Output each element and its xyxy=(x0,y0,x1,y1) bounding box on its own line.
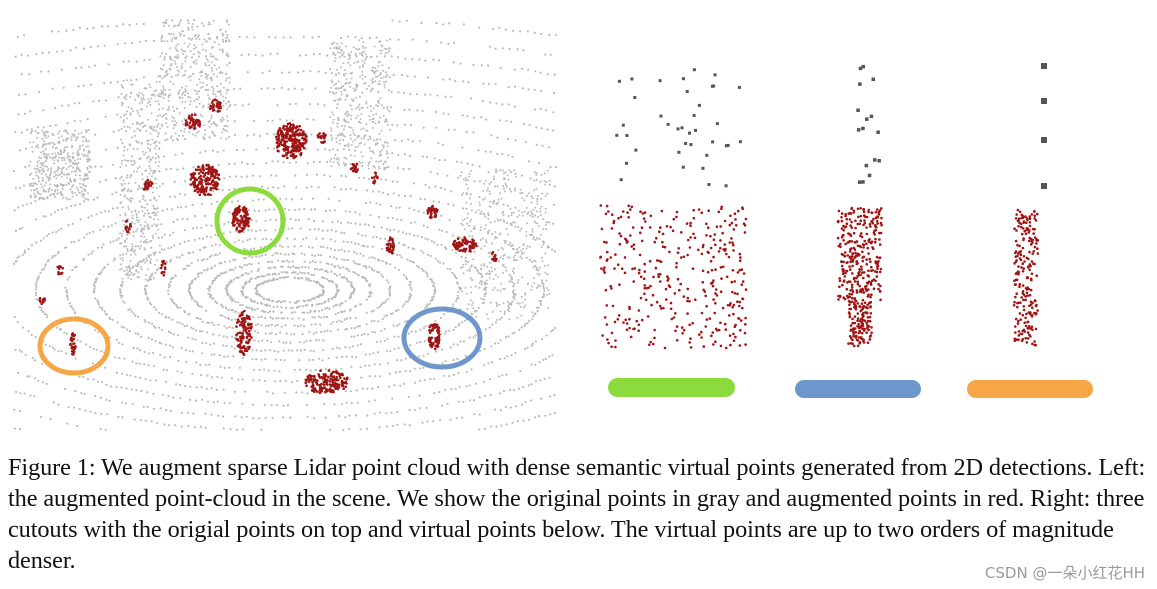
lidar-scene xyxy=(13,19,558,432)
watermark: CSDN @一朵小红花HH xyxy=(984,564,1145,582)
cutout-blue-virtual-points xyxy=(836,206,883,348)
figure-image xyxy=(13,19,1093,432)
green-circle-marker xyxy=(214,186,286,256)
cutout-orange-virtual-points xyxy=(1012,208,1040,347)
orange-bar xyxy=(967,380,1093,398)
cutout-green-original-points xyxy=(615,68,742,188)
cutout-blue-original-points xyxy=(856,64,881,184)
orange-circle-marker xyxy=(37,316,111,376)
original-points-gray xyxy=(13,19,558,432)
green-bar xyxy=(608,378,735,397)
cutouts xyxy=(599,63,1093,398)
cutout-green-virtual-points xyxy=(599,204,748,350)
blue-circle-marker xyxy=(401,306,483,370)
virtual-points-red xyxy=(38,98,498,395)
blue-bar xyxy=(795,380,921,398)
cutout-orange-original-points xyxy=(1041,63,1047,189)
figure-caption: Figure 1: We augment sparse Lidar point … xyxy=(8,454,1146,574)
